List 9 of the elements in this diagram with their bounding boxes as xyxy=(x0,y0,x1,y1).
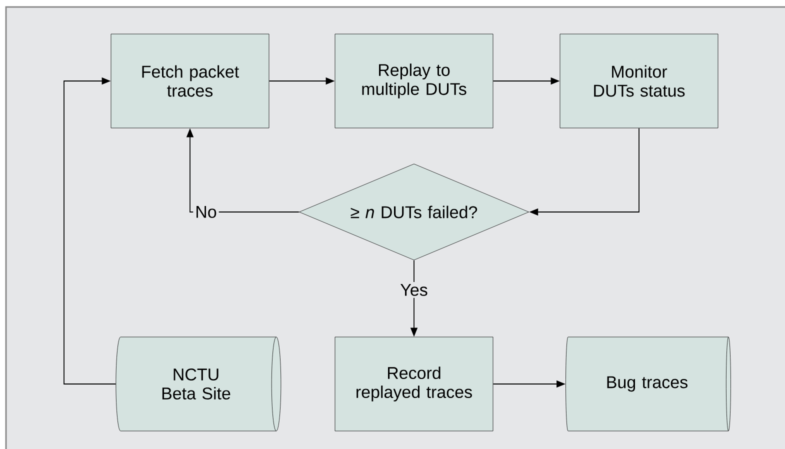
arrow xyxy=(64,77,116,384)
process-box: Monitor DUTs status xyxy=(560,34,718,128)
storage-cylinder: Bug traces xyxy=(566,336,731,432)
storage-cylinder: NCTU Beta Site xyxy=(116,336,282,432)
edge-label: No xyxy=(193,204,219,220)
edge-label: Yes xyxy=(398,282,430,298)
process-box: Fetch packet traces xyxy=(110,34,270,128)
process-box: Record replayed traces xyxy=(334,336,494,432)
process-box: Replay to multiple DUTs xyxy=(334,34,494,128)
